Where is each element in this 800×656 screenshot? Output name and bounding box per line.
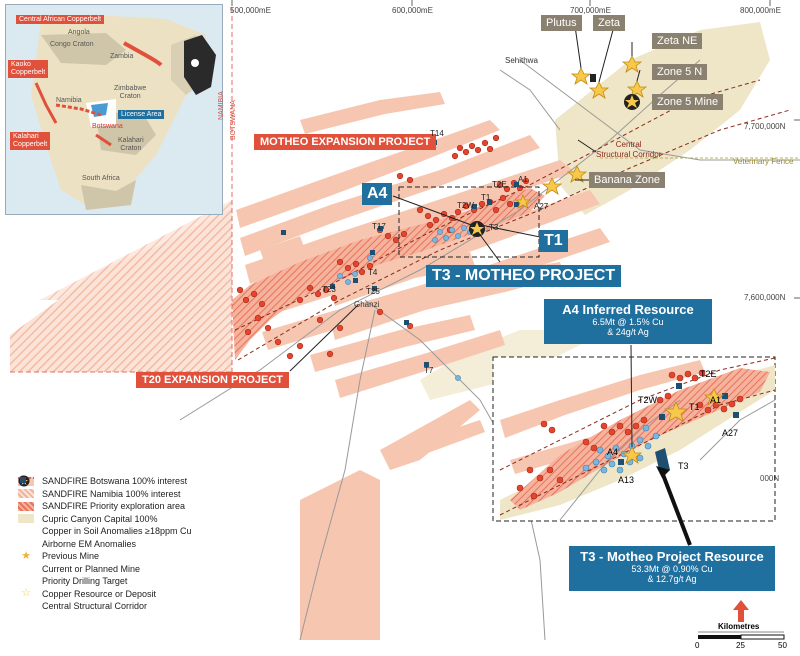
legend-item-resource: ☆Copper Resource or Deposit	[18, 588, 192, 601]
coord-e500: 500,000mE	[230, 6, 271, 15]
t3-resource-box: T3 - Motheo Project Resource 53.3Mt @ 0.…	[569, 546, 775, 591]
a4-resource-box: A4 Inferred Resource 6.5Mt @ 1.5% Cu & 2…	[544, 299, 712, 344]
target-t1-label: T1	[481, 193, 491, 202]
legend-item-previous-mine: ★Previous Mine	[18, 550, 192, 563]
target-t2e-label: T2E	[492, 180, 507, 189]
inset-t2w-label: T2W	[638, 395, 657, 405]
motheo-expansion-box	[398, 186, 540, 258]
north-arrow	[733, 600, 749, 622]
scale-tick-50: 50	[778, 641, 787, 650]
soil-anomalies	[236, 134, 530, 360]
t3-resource-grade: 53.3Mt @ 0.90% Cu	[631, 564, 713, 574]
deposit-zone5n-label: Zone 5 N	[652, 64, 708, 80]
t1-project-label: T1	[539, 230, 568, 252]
overview-graphics	[31, 15, 216, 210]
target-t25-label: T25	[366, 287, 380, 296]
drilling-target-icon	[18, 477, 34, 587]
legend-item-cupric: Cupric Canyon Capital 100%	[18, 513, 192, 526]
target-a27-label: A27	[534, 202, 549, 211]
detail-inset	[492, 344, 776, 522]
a4-resource-title: A4 Inferred Resource	[562, 302, 694, 317]
coord-e600: 600,000mE	[392, 6, 433, 15]
inset-a4-label: A4	[607, 447, 619, 457]
scale-tick-25: 25	[736, 641, 745, 650]
target-t4-label: T4	[368, 268, 378, 277]
t3-motheo-project-label: T3 - MOTHEO PROJECT	[426, 265, 622, 287]
coord-n-inset: 000N	[760, 474, 780, 483]
border-namibia-label: NAMIBIA	[218, 91, 225, 120]
corridor-line-icon	[18, 477, 34, 612]
overview-botswana-label: Botswana	[92, 123, 123, 130]
border-botswana-label: BOTSWANA	[230, 100, 237, 140]
inset-t3-label: T3	[678, 461, 689, 471]
a4-resource-grade: 6.5Mt @ 1.5% Cu	[592, 317, 664, 327]
deposit-banana-label: Banana Zone	[589, 172, 666, 188]
inset-a27-label: A27	[722, 428, 739, 438]
overview-congo-label: Congo Craton	[50, 41, 94, 48]
legend-item-priority: SANDFIRE Priority exploration area	[18, 500, 192, 513]
previous-mine-icon: ★	[21, 549, 31, 562]
scale-bar	[698, 631, 785, 640]
target-t14-label: T14	[430, 129, 444, 138]
ghanzi-label: Ghanzi	[354, 300, 380, 309]
legend-item-drilling: Priority Drilling Target	[18, 477, 192, 588]
priority-area	[232, 188, 545, 360]
target-t17-label: T17	[372, 222, 386, 231]
coord-n7700: 7,700,000N	[744, 122, 786, 131]
target-t7-label: T7	[424, 366, 434, 375]
motheo-expansion-label: MOTHEO EXPANSION PROJECT	[254, 134, 437, 150]
legend-item-botswana: SANDFIRE Botswana 100% interest	[18, 475, 192, 488]
t3-resource-silver: & 12.7g/t Ag	[647, 574, 697, 584]
cupric-canyon-area	[555, 22, 770, 215]
a4-project-label: A4	[362, 183, 393, 205]
inset-a1-label: A1	[710, 395, 722, 405]
overview-map: Central African Copperbelt Angola Congo …	[5, 4, 223, 215]
t20-expansion-label: T20 EXPANSION PROJECT	[136, 372, 289, 388]
overview-south-africa-label: South Africa	[82, 175, 120, 182]
t3-resource-title: T3 - Motheo Project Resource	[580, 549, 764, 564]
overview-angola-label: Angola	[68, 29, 90, 36]
target-t2w-label: T2W	[457, 201, 474, 210]
sehithwa-label: Sehithwa	[505, 56, 538, 65]
overview-namibia-label: Namibia	[56, 97, 82, 104]
legend-item-corridor: Central Structural Corridor	[18, 477, 192, 613]
overview-zambia-label: Zambia	[110, 53, 134, 60]
inset-t1-label: T1	[689, 402, 700, 412]
legend-item-namibia: SANDFIRE Namibia 100% interest	[18, 488, 192, 501]
inset-a13-label: A13	[618, 475, 635, 485]
target-t23-label: T23	[322, 285, 336, 294]
target-a1-label: A1	[518, 175, 528, 184]
legend-item-current-mine: Current or Planned Mine	[18, 475, 192, 576]
current-mine-icon	[18, 475, 34, 574]
overview-license-label: License Area	[118, 110, 165, 119]
coord-e700: 700,000mE	[570, 6, 611, 15]
resource-star-icon: ☆	[21, 587, 31, 600]
target-t3-label: T3	[489, 223, 499, 232]
overview-central-african-label: Central African Copperbelt	[16, 15, 105, 24]
deposit-stars	[514, 55, 648, 209]
legend-item-soil: Copper in Soil Anomalies ≥18ppm Cu	[18, 475, 192, 538]
a4-resource-silver: & 24g/t Ag	[607, 327, 649, 337]
legend: SANDFIRE Botswana 100% interest SANDFIRE…	[18, 475, 192, 613]
scale-tick-0: 0	[695, 641, 700, 650]
em-anomaly-icon	[18, 475, 34, 549]
scale-title: Kilometres	[718, 622, 760, 631]
vet-fence-label: Veterinary Fence	[733, 157, 794, 166]
coord-e800: 800,000mE	[740, 6, 781, 15]
inset-t2e-label: T2E	[700, 369, 717, 379]
soil-anomaly-icon	[18, 475, 34, 537]
deposit-zeta-label: Zeta	[593, 15, 626, 31]
deposit-zeta-ne-label: Zeta NE	[652, 33, 703, 49]
legend-item-em: Airborne EM Anomalies	[18, 475, 192, 551]
deposit-plutus-label: Plutus	[541, 15, 582, 31]
coord-n7600: 7,600,000N	[744, 293, 786, 302]
deposit-zone5mine-label: Zone 5 Mine	[652, 94, 724, 110]
